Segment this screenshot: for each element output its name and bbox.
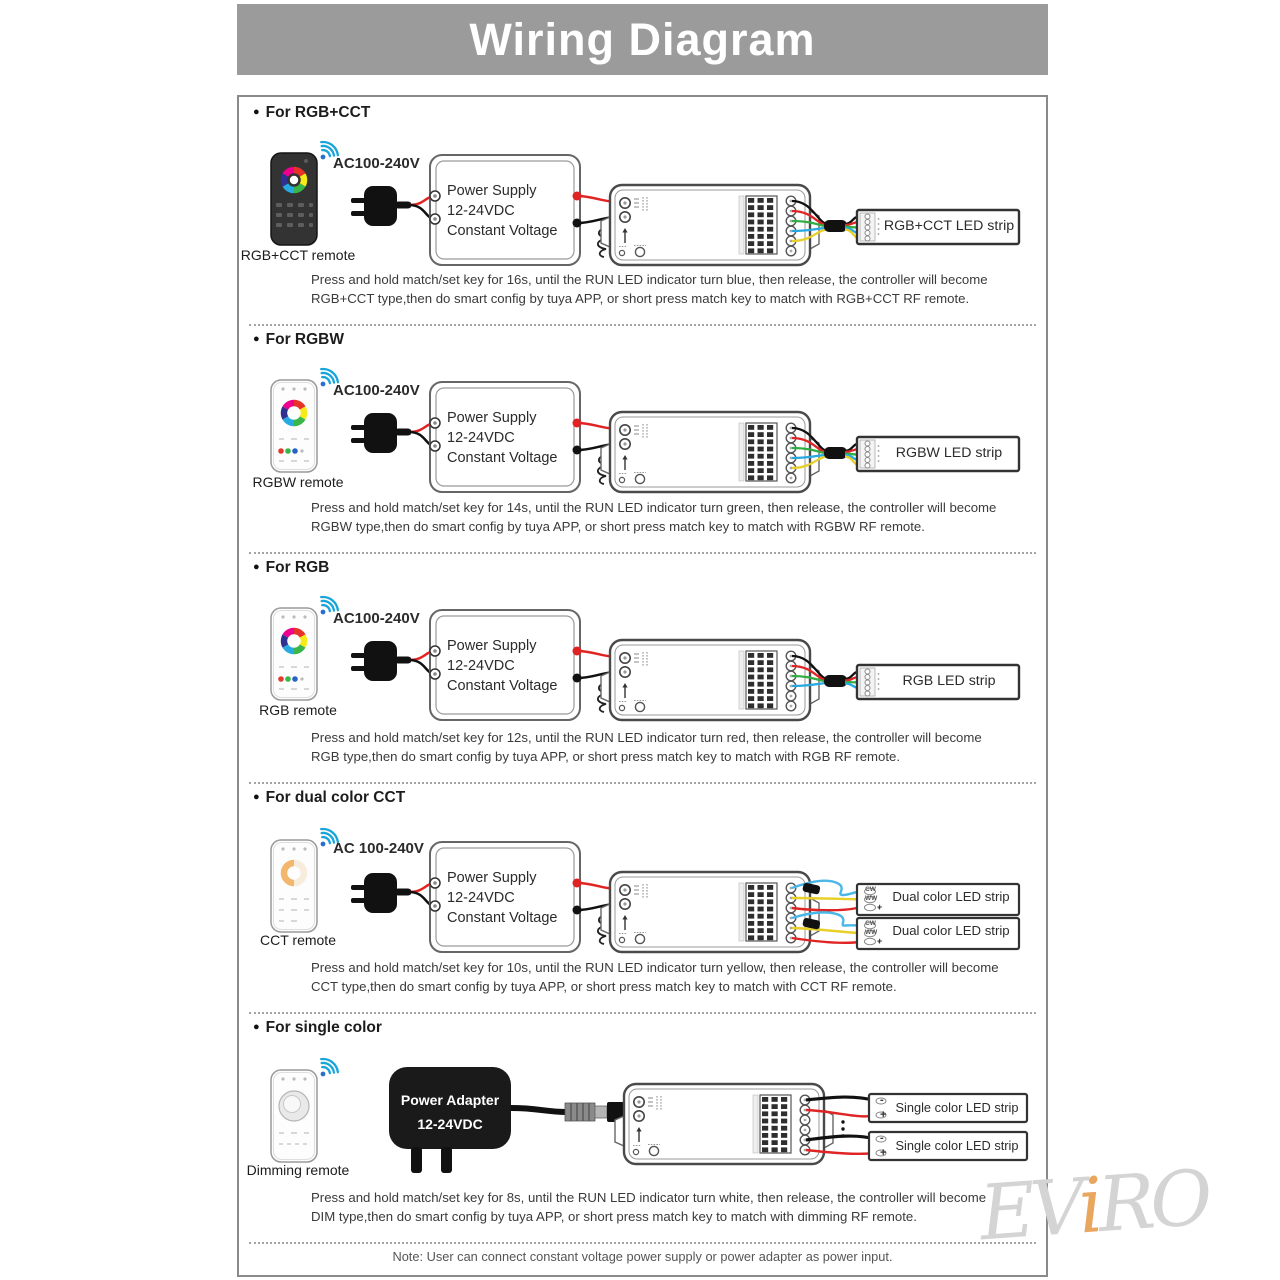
pad-label-plus: + [880,1147,887,1159]
ac-voltage-label: AC100-240V [333,155,420,172]
led-strip-label: Single color LED strip [895,1138,1019,1153]
instruction-line-1: Press and hold match/set key for 10s, un… [311,960,999,975]
bullet-icon: ● [253,106,260,118]
bullet-icon: ● [253,333,260,345]
section-divider [249,1242,1036,1244]
remote-graphic [271,380,317,472]
diagram-rgb-cct [239,137,1046,324]
section-rgb: ●For RGB RGB remote AC100-240V Power Sup… [239,552,1046,782]
section-divider [249,1012,1036,1014]
power-feed-graphic [351,382,819,492]
power-supply-label: Power Supply 12-24VDC Constant Voltage [447,870,558,926]
brand-watermark: EViRO [976,1152,1211,1258]
rf-signal-icon [316,1054,342,1078]
section-rgb-cct: ●For RGB+CCT RGB+CCT remote AC100-240V P… [239,97,1046,324]
power-supply-label: Power Supply 12-24VDC Constant Voltage [447,183,558,239]
section-divider [249,782,1036,784]
power-supply-label: Power Supply 12-24VDC Constant Voltage [447,638,558,694]
bullet-icon: ● [253,1021,260,1033]
pad-label-minus: - [880,1094,884,1106]
section-title: ●For single color [253,1019,382,1036]
pad-label-plus: + [877,902,883,912]
power-adapter-label: Power Adapter 12-24VDC [400,1092,500,1132]
led-strip-label: RGBW LED strip [895,445,1003,461]
led-strip-label: Single color LED strip [895,1100,1019,1115]
section-title: ●For dual color CCT [253,789,406,806]
power-feed-graphic [351,842,819,952]
power-feed-graphic [351,610,819,720]
section-title: ●For RGB+CCT [253,104,371,121]
remote-label: CCT remote [260,932,336,948]
instruction-line-2: CCT type,then do smart config by tuya AP… [311,979,897,994]
led-strip-label: Dual color LED strip [892,889,1010,904]
ac-voltage-label: AC100-240V [333,610,420,627]
power-feed-graphic [351,155,819,265]
remote-graphic [271,608,317,700]
bullet-icon: ● [253,791,260,803]
diagram-rgbw [239,364,1046,552]
footer-note: Note: User can connect constant voltage … [392,1249,893,1264]
pad-label-plus: + [877,936,883,946]
pad-label-plus: + [880,1109,887,1121]
remote-label: RGBW remote [252,474,344,490]
instruction-line-1: Press and hold match/set key for 16s, un… [311,272,988,287]
instruction-line-1: Press and hold match/set key for 12s, un… [311,730,982,745]
power-supply-label: Power Supply 12-24VDC Constant Voltage [447,410,558,466]
diagram-rgb [239,592,1046,782]
diagram-container: ●For RGB+CCT RGB+CCT remote AC100-240V P… [237,95,1048,1277]
diagram-dual-cct [239,824,1021,1012]
section-title: ●For RGBW [253,331,345,348]
instruction-line-2: DIM type,then do smart config by tuya AP… [311,1209,917,1224]
instruction-line-1: Press and hold match/set key for 14s, un… [311,500,997,515]
title-banner: Wiring Diagram [237,4,1048,75]
instruction-line-2: RGBW type,then do smart config by tuya A… [311,519,925,534]
led-controller-graphic [613,1082,835,1166]
pad-label-ww: WW [865,894,878,902]
remote-graphic [271,153,317,245]
remote-label: Dimming remote [246,1162,350,1178]
led-strip-label: Dual color LED strip [892,923,1010,938]
section-dual-cct: ●For dual color CCT CCT remote AC 100-24… [239,782,1046,1012]
instruction-line-2: RGB+CCT type,then do smart config by tuy… [311,291,970,306]
ac-voltage-label: AC100-240V [333,382,420,399]
diagram-single-color [270,1054,1029,1173]
section-divider [249,324,1036,326]
instruction-line-2: RGB type,then do smart config by tuya AP… [311,749,901,764]
power-adapter-graphic [389,1067,625,1173]
section-rgbw: ●For RGBW RGBW remote AC100-240V Power S… [239,324,1046,552]
led-strip-label: RGB LED strip [902,673,996,689]
pad-label-cw: CW [865,920,876,927]
remote-label: RGB+CCT remote [240,247,356,263]
section-title: ●For RGB [253,559,330,576]
remote-graphic [271,840,317,932]
remote-label: RGB remote [259,702,337,718]
pad-label-minus: - [880,1132,884,1144]
pad-label-cw: CW [865,886,876,893]
ac-voltage-label: AC 100-240V [333,840,424,857]
section-single-color: ●For single color Dimming remote Power A… [239,1012,1046,1242]
page-title: Wiring Diagram [469,13,816,65]
remote-graphic [270,1069,318,1163]
pad-label-ww: WW [865,928,878,936]
led-strip-label: RGB+CCT LED strip [883,218,1015,234]
instruction-line-1: Press and hold match/set key for 8s, unt… [311,1190,987,1205]
bullet-icon: ● [253,561,260,573]
section-divider [249,552,1036,554]
